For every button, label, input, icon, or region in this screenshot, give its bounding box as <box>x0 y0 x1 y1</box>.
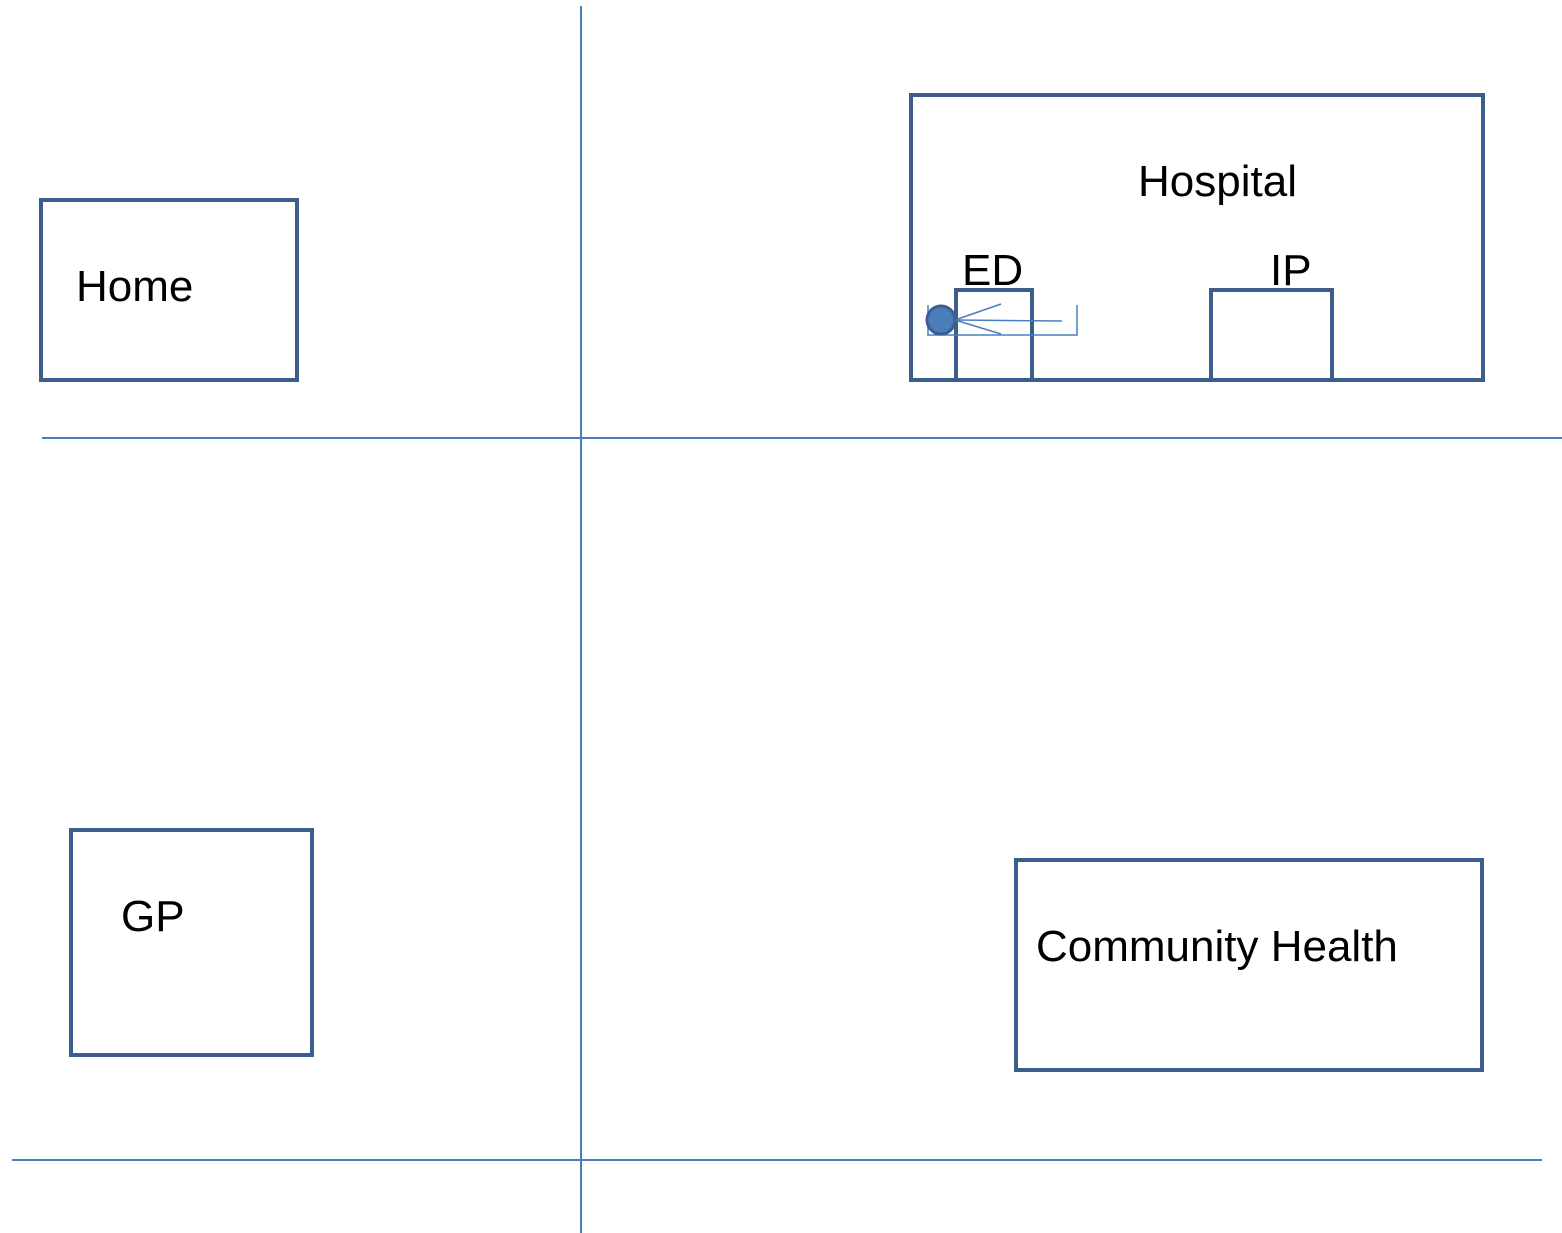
ed-department[interactable]: ED <box>954 246 1034 382</box>
ed-label: ED <box>962 246 1023 295</box>
community-health-location[interactable]: Community Health <box>1014 858 1484 1072</box>
home-box <box>39 198 299 382</box>
community-health-box <box>1014 858 1484 1072</box>
ip-department[interactable]: IP <box>1209 246 1334 382</box>
gp-label: GP <box>121 892 185 941</box>
hospital-location[interactable]: Hospital ED IP <box>909 93 1485 382</box>
person-lying-icon[interactable] <box>925 303 1078 336</box>
gp-box <box>69 828 314 1057</box>
ip-box <box>1209 288 1334 382</box>
person-arm-lower <box>954 319 1002 335</box>
community-health-label: Community Health <box>1036 922 1398 971</box>
home-location[interactable]: Home <box>39 198 299 382</box>
ip-label: IP <box>1270 246 1312 295</box>
home-label: Home <box>76 262 193 311</box>
quadrant-dividers <box>12 6 1562 1233</box>
person-arm-upper <box>954 303 1002 321</box>
hospital-label: Hospital <box>1138 157 1297 206</box>
gp-location[interactable]: GP <box>69 828 314 1057</box>
person-body-line <box>954 319 1063 322</box>
person-head-icon <box>925 304 957 336</box>
